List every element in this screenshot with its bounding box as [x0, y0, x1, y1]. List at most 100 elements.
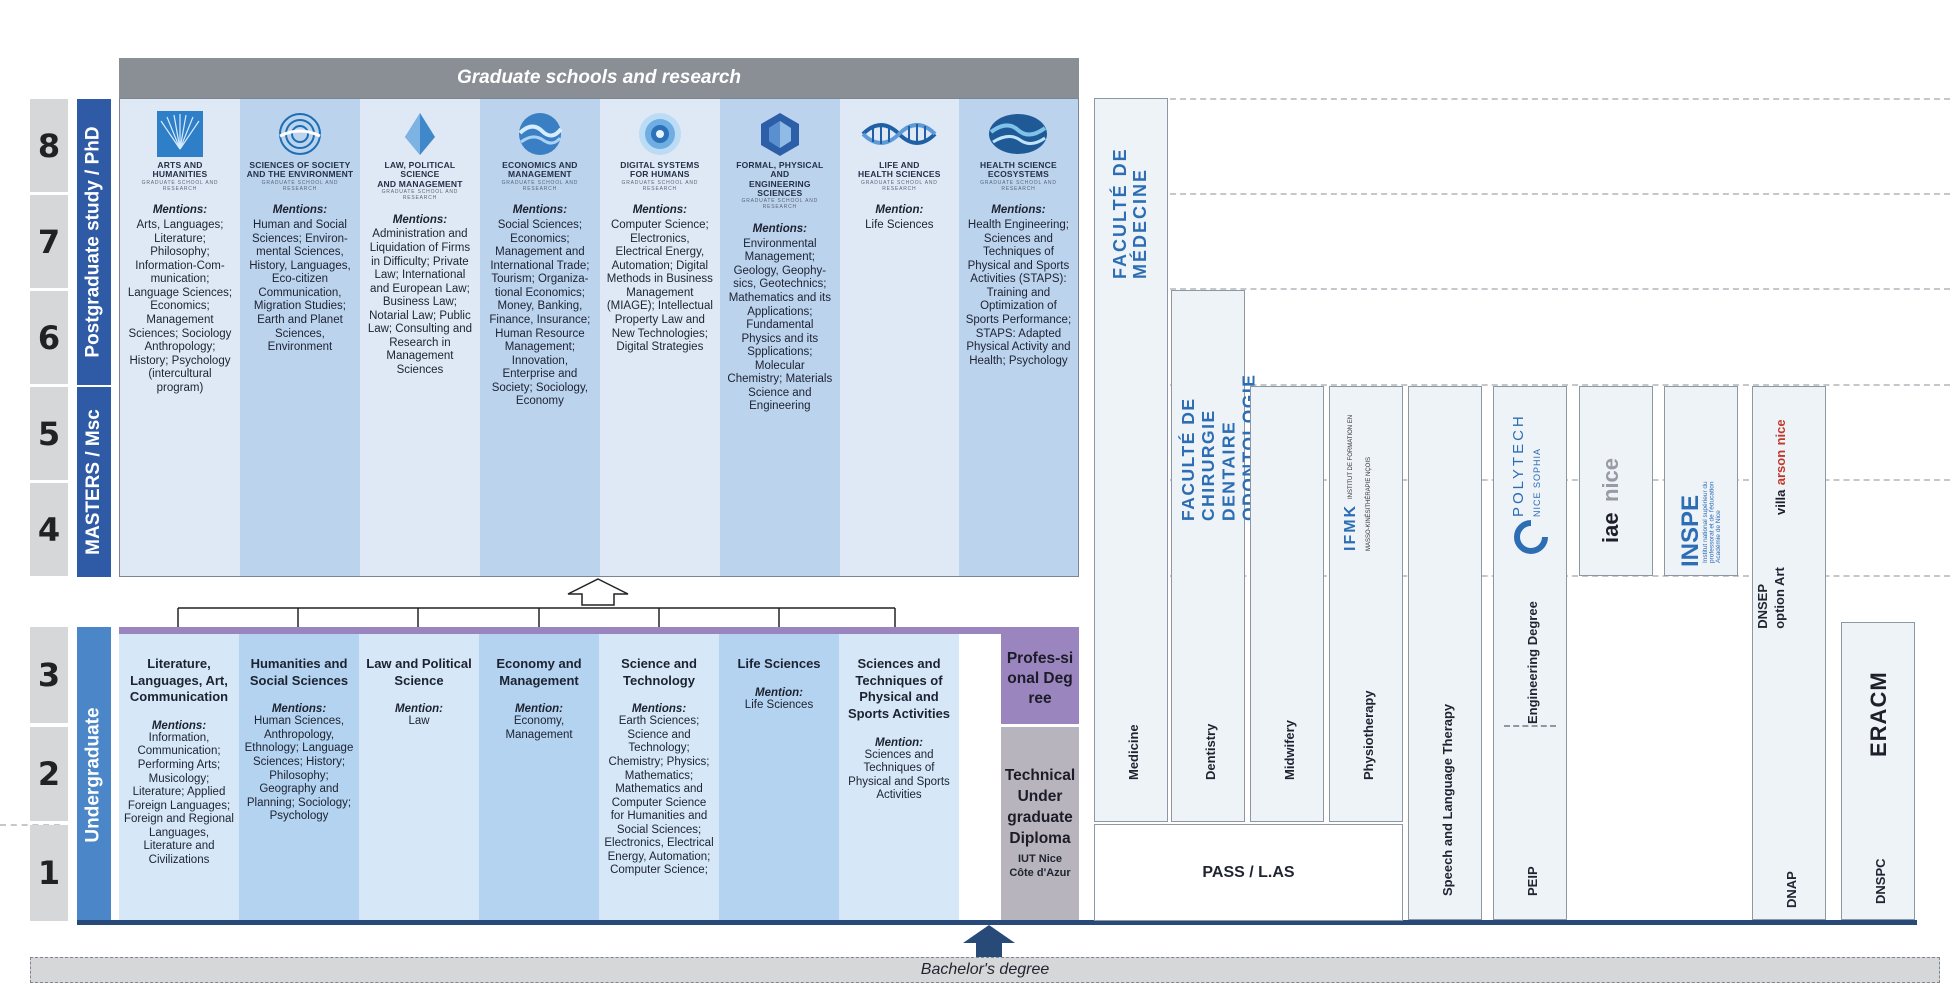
gs-mentions: Environmental Management; Geology, Geoph…	[727, 237, 833, 413]
ug-mentions-label: Mention:	[875, 736, 923, 749]
ug-title: Law and Political Science	[366, 656, 472, 688]
inspe-text: INSPE	[1677, 494, 1704, 567]
inspe-logo: INSPE Institut national supérieur du pro…	[1677, 397, 1727, 567]
digital-logo-icon	[637, 111, 683, 157]
villa-text: villa	[1773, 489, 1788, 515]
faculte-dentaire-column[interactable]: FACULTÉ DE CHIRURGIE DENTAIRE ODONTOLOGI…	[1171, 290, 1259, 822]
ug-mentions-label: Mention:	[395, 703, 443, 716]
polytech-divider	[1504, 725, 1556, 727]
eracm-logo: ERACM	[1866, 647, 1896, 757]
speech-therapy-column[interactable]: Speech and Language Therapy	[1408, 386, 1482, 920]
dnsep-label: DNSEP option Art	[1755, 567, 1788, 629]
faculte-medecine-column[interactable]: FACULTÉ DE MÉDECINE Medicine	[1094, 98, 1168, 822]
undergrad-top-strip	[119, 627, 1079, 634]
ug-literature[interactable]: Literature, Languages, Art, Communicatio…	[119, 634, 239, 920]
up-arrow-hollow-icon	[567, 578, 629, 606]
level-2: 2	[30, 727, 68, 821]
gs-mentions-label: Mentions:	[272, 204, 328, 217]
gs-mentions-label: Mentions:	[632, 204, 688, 217]
graduate-schools-header: Graduate schools and research	[119, 58, 1079, 98]
bachelor-degree-bar[interactable]: Bachelor's degree	[30, 957, 1940, 983]
level-4: 4	[30, 483, 68, 576]
band-phd-label: Postgraduate study / PhD	[83, 126, 105, 358]
bachelor-degree-label: Bachelor's degree	[920, 961, 1050, 978]
gs-mentions-label: Mention:	[875, 204, 924, 217]
polytech-name: POLYTECH	[1510, 413, 1527, 517]
law-logo-icon	[397, 111, 443, 157]
ug-title: Economy and Management	[496, 656, 582, 688]
gs-mentions: Health Engineering; Sciences and Techniq…	[965, 219, 1072, 367]
level-1: 1	[30, 825, 68, 921]
ifmk-logo: IFMK INSTITUT DE FORMATION EN MASSO-KINÉ…	[1342, 413, 1398, 551]
ug-humanities[interactable]: Humanities and Social Sciences Mentions:…	[239, 634, 359, 920]
level-3: 3	[30, 627, 68, 723]
physiotherapy-label: Physiotherapy	[1361, 690, 1376, 780]
faculte-dentaire-title: FACULTÉ DE CHIRURGIE DENTAIRE ODONTOLOGI…	[1178, 373, 1259, 521]
ug-title: Science and Technology	[621, 656, 697, 688]
ug-law[interactable]: Law and Political Science Mention: Law	[359, 634, 479, 920]
gs-tagline: GRADUATE SCHOOL AND RESEARCH	[861, 179, 938, 192]
band-undergrad-label: Undergraduate	[83, 706, 105, 843]
band-masters-label: MASTERS / Msc	[83, 409, 105, 555]
ug-staps[interactable]: Sciences and Techniques of Physical and …	[839, 634, 959, 920]
ug-mentions: Information, Communication; Performing A…	[124, 731, 234, 866]
ug-science-technology[interactable]: Science and Technology Mentions: Earth S…	[599, 634, 719, 920]
gs-tagline: GRADUATE SCHOOL AND RESEARCH	[621, 179, 699, 192]
medicine-label: Medicine	[1126, 724, 1141, 780]
dnap-label: DNAP	[1784, 871, 1799, 908]
gs-mentions-label: Mentions:	[991, 204, 1046, 217]
gs-mentions: Human and Social Sciences; Environ-menta…	[249, 219, 351, 354]
polytech-logo: POLYTECH NICE SOPHIA	[1510, 397, 1550, 517]
band-masters: MASTERS / Msc	[77, 387, 111, 577]
gs-mentions: Social Sciences; Economics; Management a…	[489, 219, 591, 408]
eracm-column[interactable]: ERACM DNSPC	[1841, 622, 1915, 920]
professional-degree-label: Profes-sional Degree	[1006, 649, 1074, 708]
ug-economy[interactable]: Economy and Management Mention: Economy,…	[479, 634, 599, 920]
inspe-column[interactable]: INSPE Institut national supérieur du pro…	[1664, 386, 1738, 576]
ug-mentions: Sciences and Techniques of Physical and …	[848, 748, 950, 802]
iae-column[interactable]: iae nice	[1579, 386, 1653, 576]
ifmk-title: IFMK	[1342, 503, 1359, 551]
professional-degree-box[interactable]: Profes-sional Degree	[1001, 634, 1079, 724]
faculte-medecine-title: FACULTÉ DE MÉDECINE	[1110, 147, 1150, 279]
gs-mentions-label: Mentions:	[512, 204, 568, 217]
gs-tagline: GRADUATE SCHOOL AND RESEARCH	[261, 179, 339, 192]
villa-arson-column[interactable]: villa arson nice DNSEP option Art DNAP	[1752, 386, 1826, 920]
iae-text: iae	[1598, 512, 1623, 543]
physiotherapy-column[interactable]: IFMK INSTITUT DE FORMATION EN MASSO-KINÉ…	[1329, 386, 1403, 822]
pass-las-box[interactable]: PASS / L.AS	[1094, 824, 1403, 921]
engineering-degree-label: Engineering Degree	[1525, 601, 1540, 724]
technical-diploma-sub: IUT Nice Côte d'Azur	[1009, 853, 1071, 880]
gs-tagline: GRADUATE SCHOOL AND RESEARCH	[501, 179, 579, 192]
ug-title: Literature, Languages, Art, Communicatio…	[129, 656, 229, 705]
villa-arson-logo: villa arson nice	[1773, 395, 1809, 515]
formal-logo-icon	[757, 111, 803, 157]
gs-mentions-label: Mentions:	[392, 213, 448, 226]
ug-life-sciences[interactable]: Life Sciences Mention: Life Sciences	[719, 634, 839, 920]
ug-mentions-label: Mention:	[515, 703, 563, 716]
ug-title: Sciences and Techniques of Physical and …	[847, 656, 951, 721]
polytech-column[interactable]: POLYTECH NICE SOPHIA Engineering Degree …	[1493, 386, 1567, 920]
ug-mentions: Life Sciences	[744, 698, 814, 711]
speech-therapy-label: Speech and Language Therapy	[1440, 703, 1455, 896]
peip-label: PEIP	[1525, 866, 1540, 896]
undergrad-row: Literature, Languages, Art, Communicatio…	[119, 634, 959, 920]
midwifery-column[interactable]: Midwifery	[1250, 386, 1324, 822]
band-undergrad: Undergraduate	[77, 627, 111, 922]
gs-mentions: Life Sciences	[865, 219, 934, 232]
connector-tree	[177, 578, 896, 628]
ug-mentions-label: Mentions:	[631, 703, 687, 716]
technical-diploma-box[interactable]: Technical Under graduate Diploma IUT Nic…	[1001, 727, 1079, 920]
